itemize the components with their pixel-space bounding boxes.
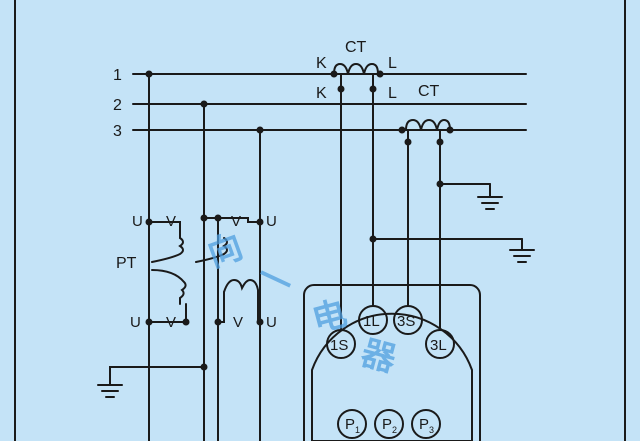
pt-bottom-left-v: V <box>166 314 176 331</box>
junction-dots <box>145 70 454 371</box>
terminal-3l-label: 3L <box>430 337 447 354</box>
pt-top-right-v: V <box>231 213 241 230</box>
ground-left-wire <box>109 366 205 386</box>
diagram-frame <box>14 0 626 441</box>
pt-bottom-right-coil <box>223 278 259 323</box>
ct-top-label: CT <box>345 39 367 56</box>
terminal-p1 <box>337 409 367 439</box>
bus-label-1: 1 <box>113 67 122 84</box>
terminal-3s <box>393 305 423 335</box>
bus-label-3: 3 <box>113 123 122 140</box>
pt-top-right-u: U <box>266 213 277 230</box>
pt-bottom-right-v: V <box>233 314 243 331</box>
terminal-p1-label: P1 <box>345 416 360 435</box>
ct-right-label: CT <box>418 83 440 100</box>
terminal-1s-label: 1S <box>330 337 348 354</box>
meter-housing <box>303 284 481 441</box>
pt-bottom-left-u: U <box>130 314 141 331</box>
ct-top-l-lower: L <box>388 85 397 102</box>
pt-top-left-lead <box>148 221 181 239</box>
bus-label-2: 2 <box>113 97 122 114</box>
pt-top-right-coil <box>195 237 228 263</box>
ct-top-k-lower: K <box>316 85 327 102</box>
watermark-char-4: 器 <box>357 333 401 381</box>
pt-top-left-v: V <box>166 213 176 230</box>
watermark-char-1: 向 <box>203 226 249 275</box>
pt-bottom-left-coil <box>151 269 187 305</box>
terminal-1l-label: 1L <box>363 313 380 330</box>
pt-label: PT <box>116 255 137 272</box>
watermark-char-3: 电 <box>308 293 351 340</box>
terminal-p3-label: P3 <box>419 416 434 435</box>
terminal-3l <box>425 329 455 359</box>
terminal-1s <box>326 329 356 359</box>
terminal-p2-label: P2 <box>382 416 397 435</box>
pt-top-left-coil <box>151 237 184 263</box>
terminal-3s-label: 3S <box>397 313 415 330</box>
ct-top-k-upper: K <box>316 55 327 72</box>
pt-top-left-u: U <box>132 213 143 230</box>
terminal-p2 <box>374 409 404 439</box>
ct-right-coil <box>405 118 451 131</box>
ct-top-l-upper: L <box>388 55 397 72</box>
pt-top-right-lead <box>203 217 261 223</box>
terminal-1l <box>358 305 388 335</box>
pt-bottom-right-u: U <box>266 314 277 331</box>
meter-dial <box>311 312 473 441</box>
terminal-p3 <box>411 409 441 439</box>
ct-top-coil <box>333 62 379 75</box>
